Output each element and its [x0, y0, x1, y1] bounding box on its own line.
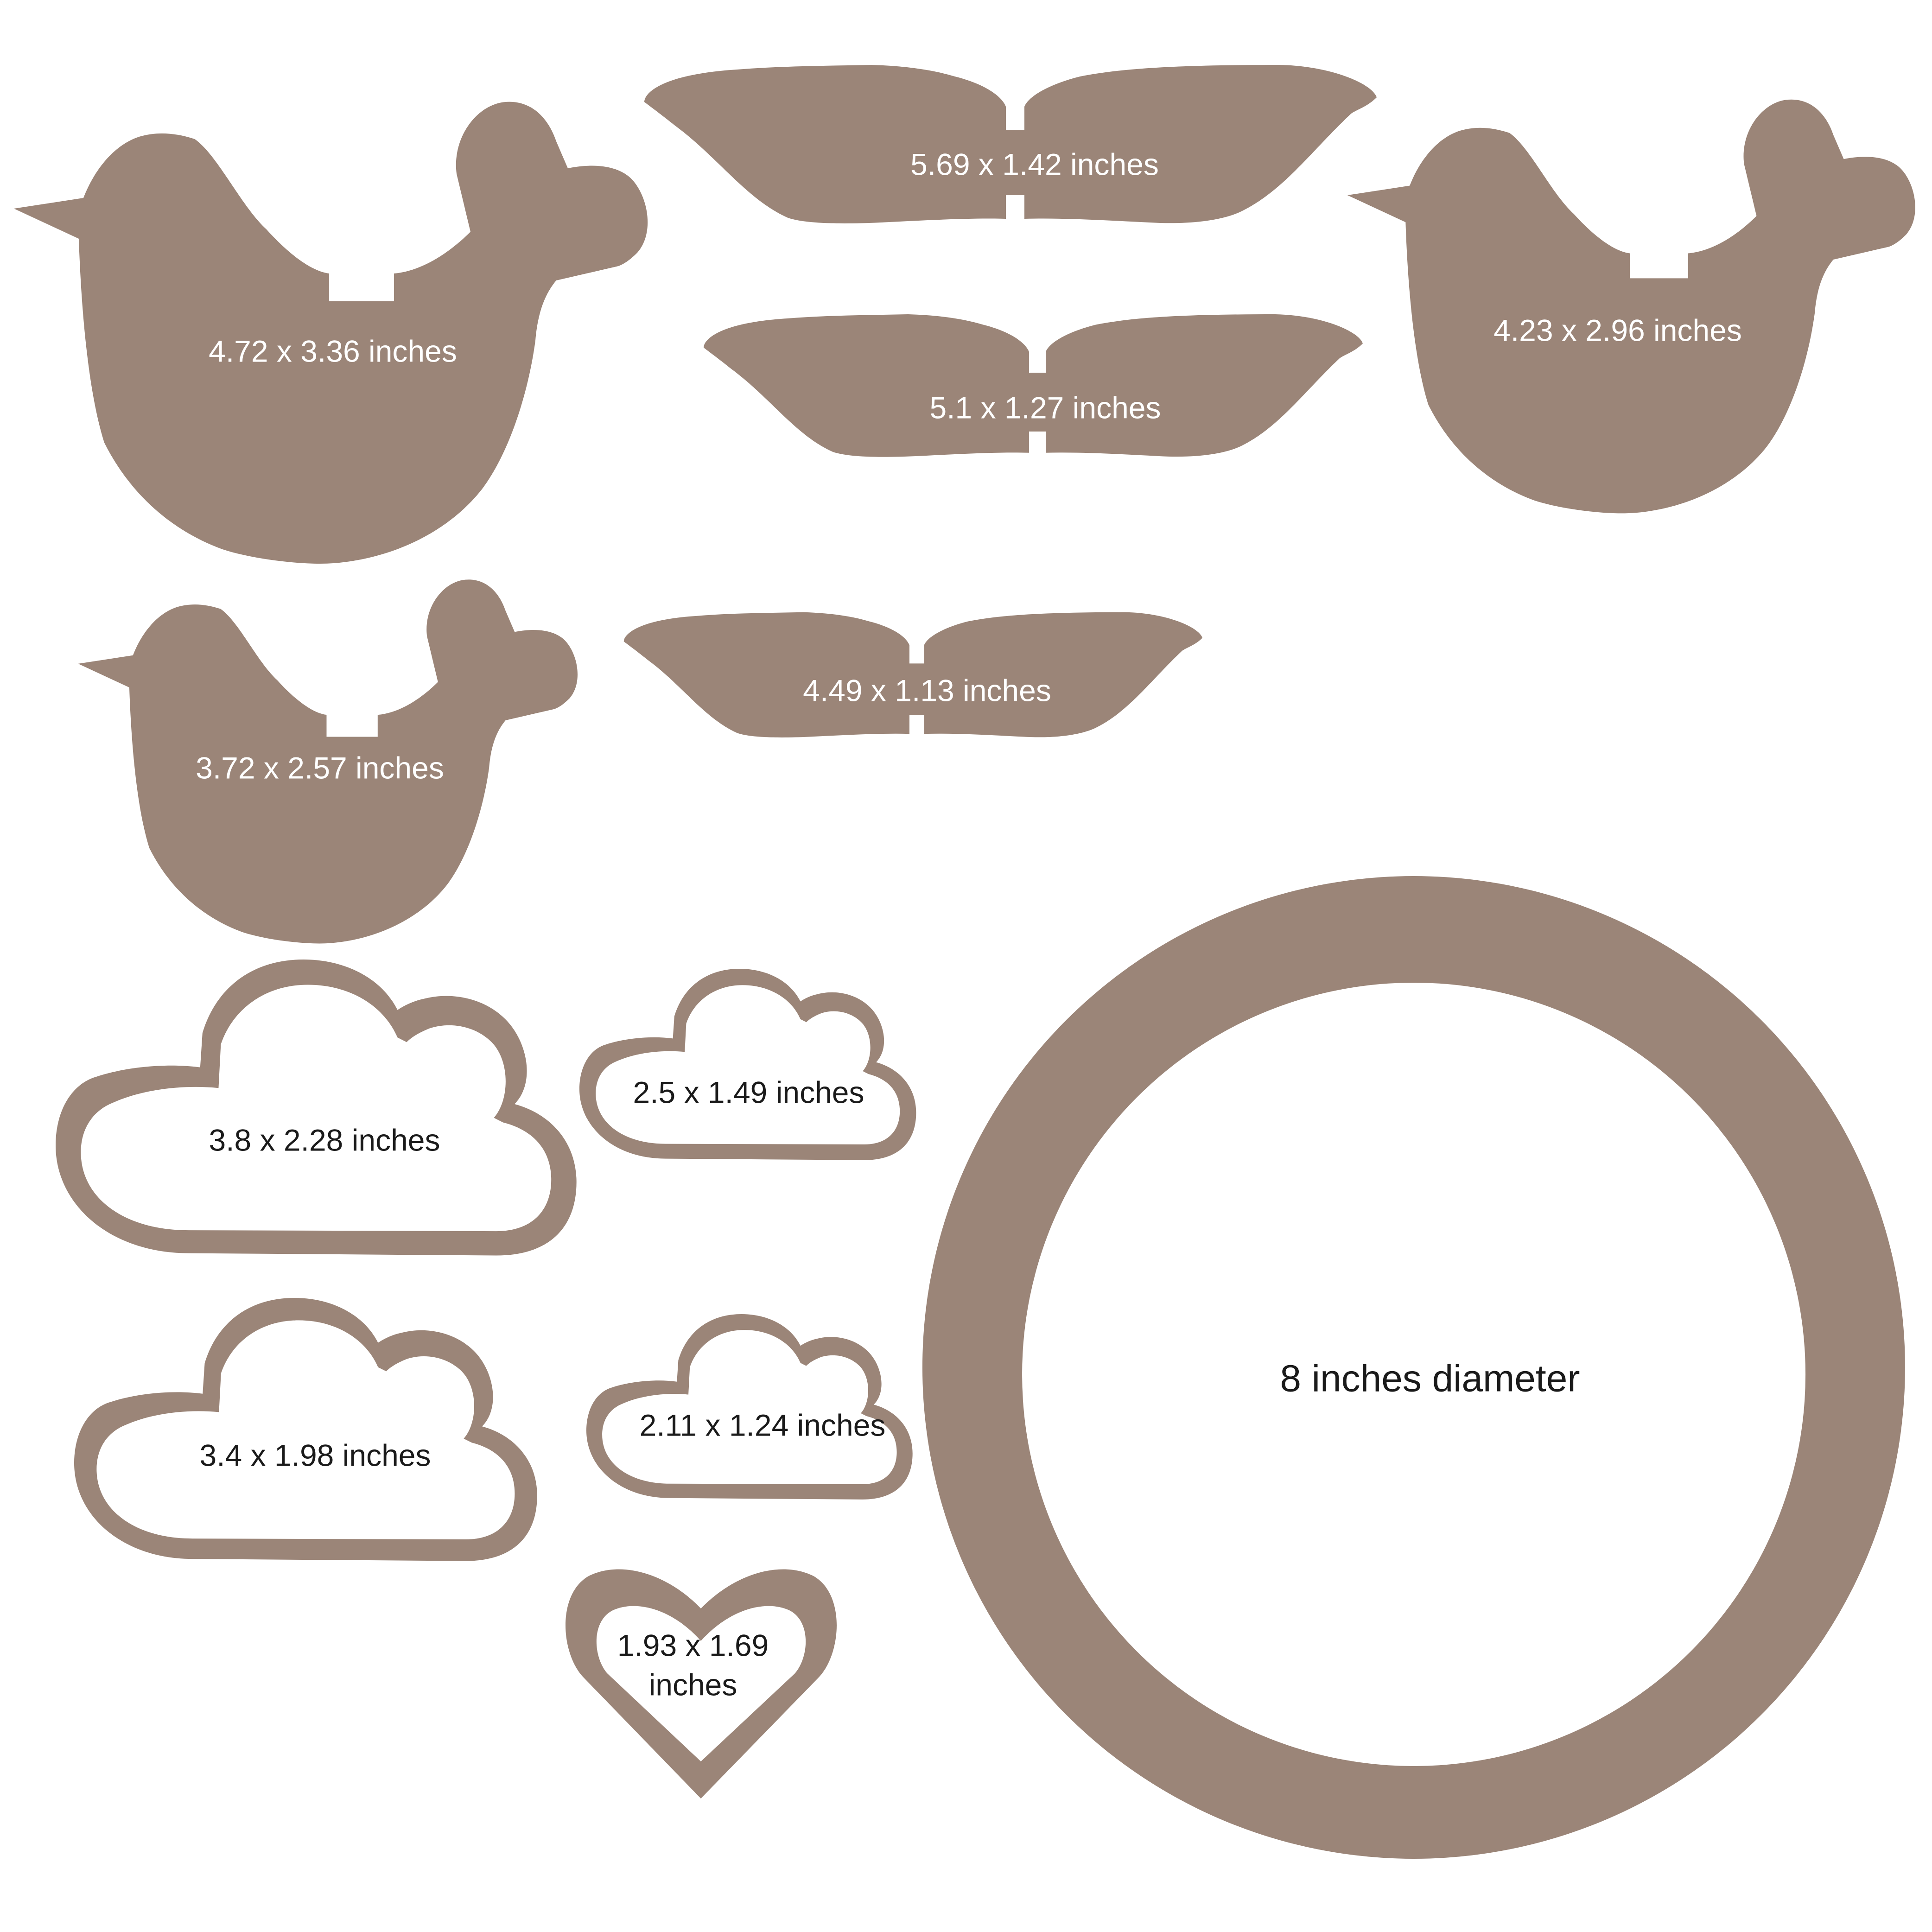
- cloud-tiny-label: 2.11 x 1.24 inches: [640, 1408, 886, 1442]
- cloud-medium-label: 3.4 x 1.98 inches: [200, 1438, 431, 1472]
- cloud-medium: [74, 1298, 537, 1561]
- wing-small-label: 4.49 x 1.13 inches: [803, 673, 1051, 707]
- wing-large-label: 5.69 x 1.42 inches: [910, 147, 1159, 181]
- heart-label-line2: inches: [649, 1667, 737, 1702]
- wing-medium-label: 5.1 x 1.27 inches: [930, 390, 1161, 425]
- ring-label: 8 inches diameter: [1280, 1358, 1580, 1400]
- cloud-small: [579, 969, 916, 1160]
- bird-large-label: 4.72 x 3.36 inches: [209, 334, 457, 368]
- wing-medium: [704, 314, 1363, 457]
- cloud-tiny: [586, 1314, 913, 1500]
- wing-large: [644, 65, 1377, 223]
- bird-medium-label: 4.23 x 2.96 inches: [1493, 313, 1742, 347]
- bird-medium: [1347, 99, 1915, 514]
- bird-large: 4.72 x 3.36 inches: [14, 102, 648, 564]
- heart: 1.93 x 1.69 inches: [566, 1569, 837, 1799]
- ring: 8 inches diameter: [922, 876, 1905, 1859]
- cloud-large-label: 3.8 x 2.28 inches: [209, 1123, 440, 1157]
- bird-small-label: 3.72 x 2.57 inches: [196, 750, 444, 785]
- cloud-small-label: 2.5 x 1.49 inches: [633, 1075, 864, 1109]
- heart-label-line1: 1.93 x 1.69: [617, 1628, 769, 1662]
- cloud-large: [56, 960, 577, 1256]
